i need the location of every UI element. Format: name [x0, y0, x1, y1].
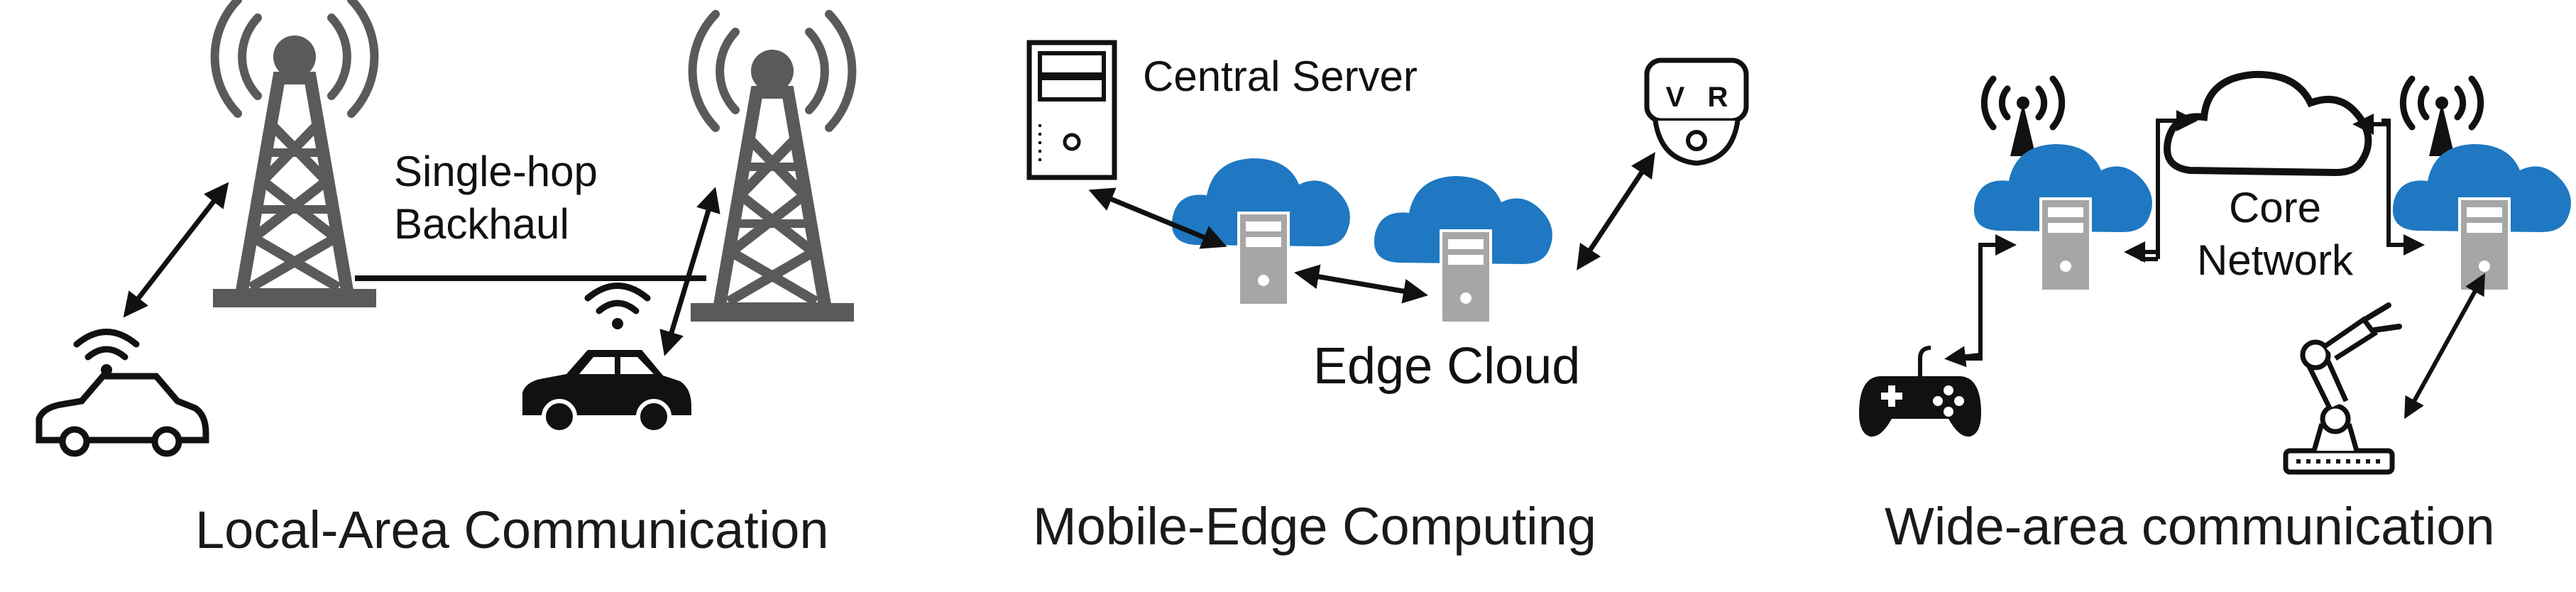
cell-tower-icon [691, 14, 854, 322]
backhaul-label-line1: Single-hop [394, 148, 598, 195]
robot-arm-icon [2283, 302, 2402, 475]
caption-local-area: Local-Area Communication [195, 500, 829, 559]
vr-letter: R [1708, 82, 1728, 113]
caption-mobile-edge: Mobile-Edge Computing [1033, 497, 1596, 556]
car-icon [39, 376, 206, 454]
central-server-label: Central Server [1143, 53, 1418, 100]
edge-cloud-server-icon [2392, 144, 2571, 292]
vr-headset-icon: V R [1644, 57, 1749, 166]
gamepad-icon [1859, 346, 1981, 437]
core-network-label-line2: Network [2196, 236, 2354, 284]
gamepad-link-arrowhead [1944, 346, 1981, 368]
core-link-right [2382, 119, 2425, 256]
core-network-label-line1: Core [2228, 184, 2322, 231]
panel-mobile-edge: V R [1026, 40, 1749, 324]
backhaul-label: Single-hop Backhaul [394, 148, 598, 248]
bidirectional-arrow [659, 187, 720, 356]
bidirectional-arrow [1294, 264, 1428, 304]
cell-tower-icon [213, 0, 376, 307]
bidirectional-arrow [123, 182, 229, 318]
backhaul-label-line2: Backhaul [394, 200, 569, 248]
bidirectional-arrow [1577, 152, 1655, 270]
car-icon [522, 350, 691, 432]
core-network-label: Core Network [2154, 187, 2396, 282]
cloud-icon [2164, 70, 2372, 177]
wifi-icon [588, 286, 647, 330]
edge-cloud-server-icon [1973, 144, 2152, 292]
panel-local-area [39, 0, 854, 454]
caption-wide-area: Wide-area communication [1885, 497, 2495, 556]
vr-letter: V [1666, 82, 1685, 113]
gamepad-link [1952, 234, 2017, 361]
edge-cloud-server-icon [1171, 158, 1350, 307]
wifi-icon [77, 332, 136, 376]
edge-cloud-label: Edge Cloud [1313, 338, 1581, 395]
panel-wide-area [1859, 70, 2571, 475]
bidirectional-arrow [1088, 187, 1227, 249]
edge-cloud-server-icon [1374, 176, 1552, 324]
bidirectional-arrow [2404, 273, 2485, 420]
server-icon [1026, 40, 1117, 180]
